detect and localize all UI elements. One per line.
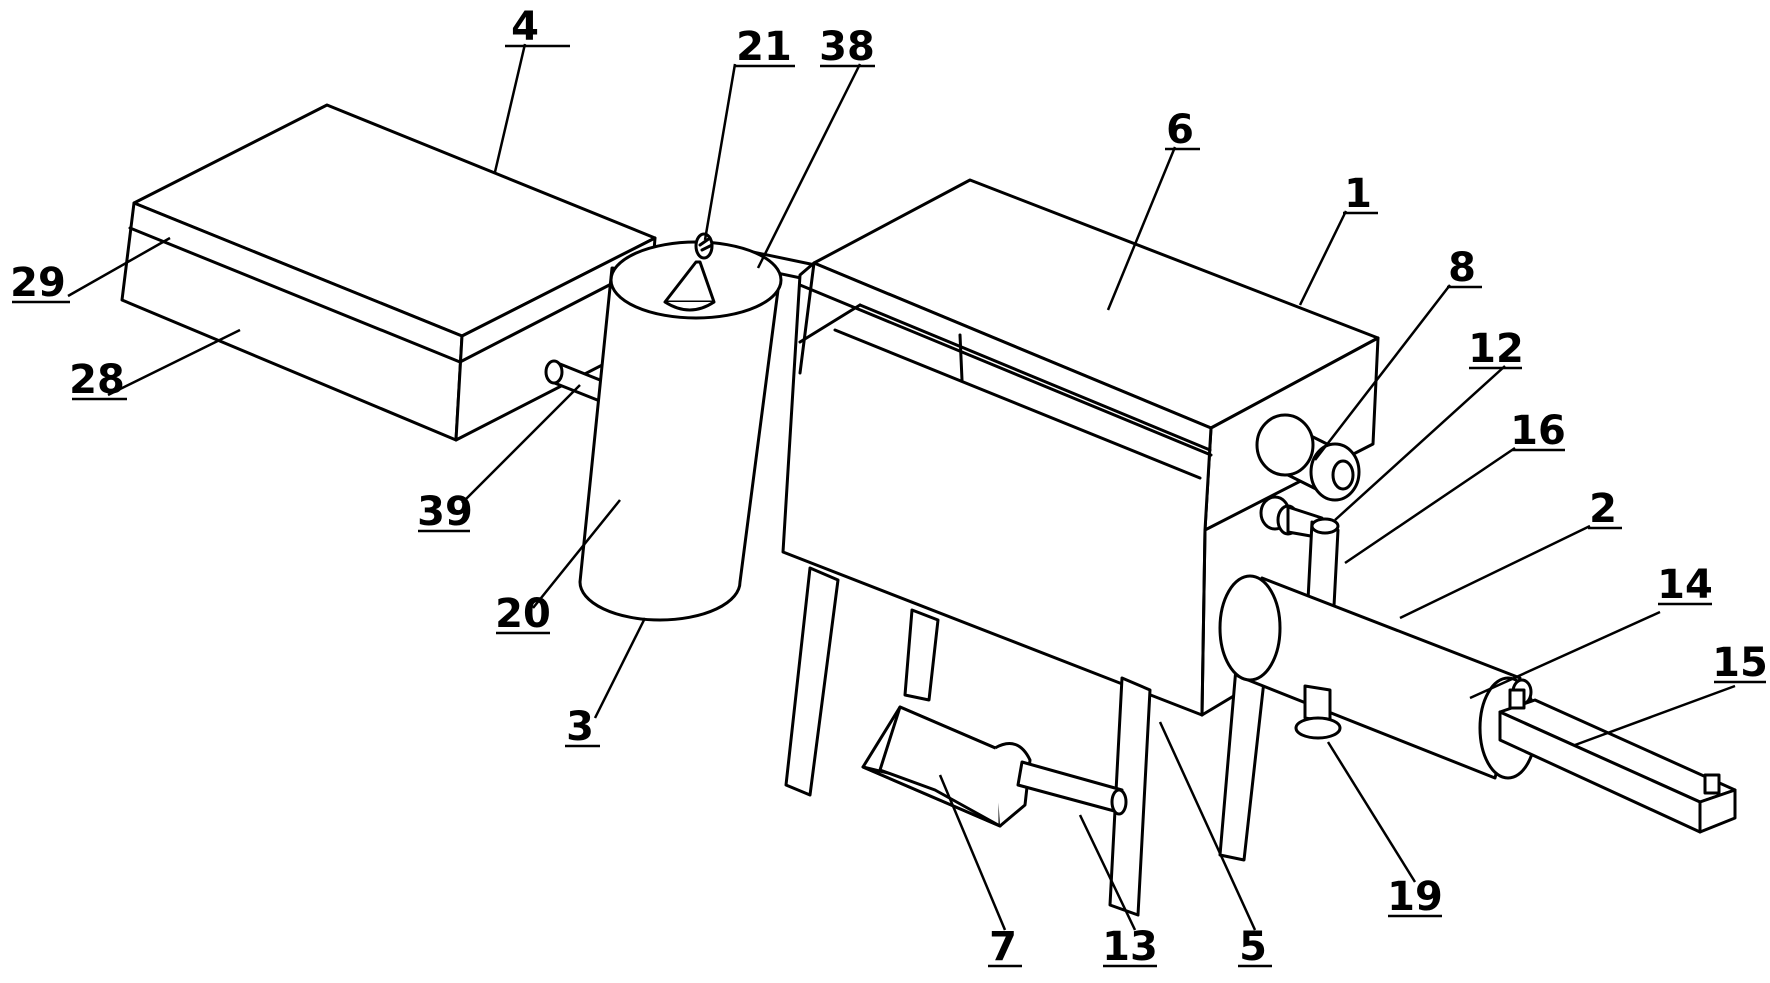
label-14: 14 bbox=[1657, 562, 1713, 608]
component-19-outlet bbox=[1294, 684, 1342, 740]
label-15: 15 bbox=[1712, 640, 1768, 686]
component-7-motor bbox=[861, 705, 1032, 828]
label-39: 39 bbox=[417, 489, 473, 535]
label-16: 16 bbox=[1510, 408, 1566, 454]
component-3-cylinder bbox=[578, 232, 783, 622]
label-28: 28 bbox=[69, 357, 125, 403]
label-1: 1 bbox=[1344, 171, 1372, 217]
label-5: 5 bbox=[1239, 924, 1267, 970]
label-13: 13 bbox=[1102, 924, 1158, 970]
label-7: 7 bbox=[989, 924, 1017, 970]
label-29: 29 bbox=[10, 260, 66, 306]
component-4-box bbox=[120, 103, 657, 442]
component-2-tube bbox=[1218, 574, 1538, 780]
leader-lines bbox=[67, 43, 1736, 931]
component-8-motor bbox=[1255, 413, 1361, 502]
component-13-shaft bbox=[1016, 760, 1128, 816]
component-15-shaft bbox=[1498, 688, 1737, 834]
label-19: 19 bbox=[1387, 874, 1443, 920]
label-3: 3 bbox=[566, 704, 594, 750]
component-1-main-box bbox=[781, 178, 1380, 717]
label-20: 20 bbox=[495, 591, 551, 637]
label-8: 8 bbox=[1448, 245, 1476, 291]
label-38: 38 bbox=[819, 24, 875, 70]
component-16-pipe bbox=[1306, 517, 1340, 608]
labels: 4 29 28 39 20 3 21 38 6 1 8 12 16 2 14 1… bbox=[10, 4, 1768, 970]
label-4: 4 bbox=[511, 4, 539, 50]
label-6: 6 bbox=[1166, 107, 1194, 153]
label-12: 12 bbox=[1468, 326, 1524, 372]
label-2: 2 bbox=[1589, 486, 1617, 532]
label-21: 21 bbox=[736, 24, 792, 70]
component-legs bbox=[784, 566, 1267, 917]
